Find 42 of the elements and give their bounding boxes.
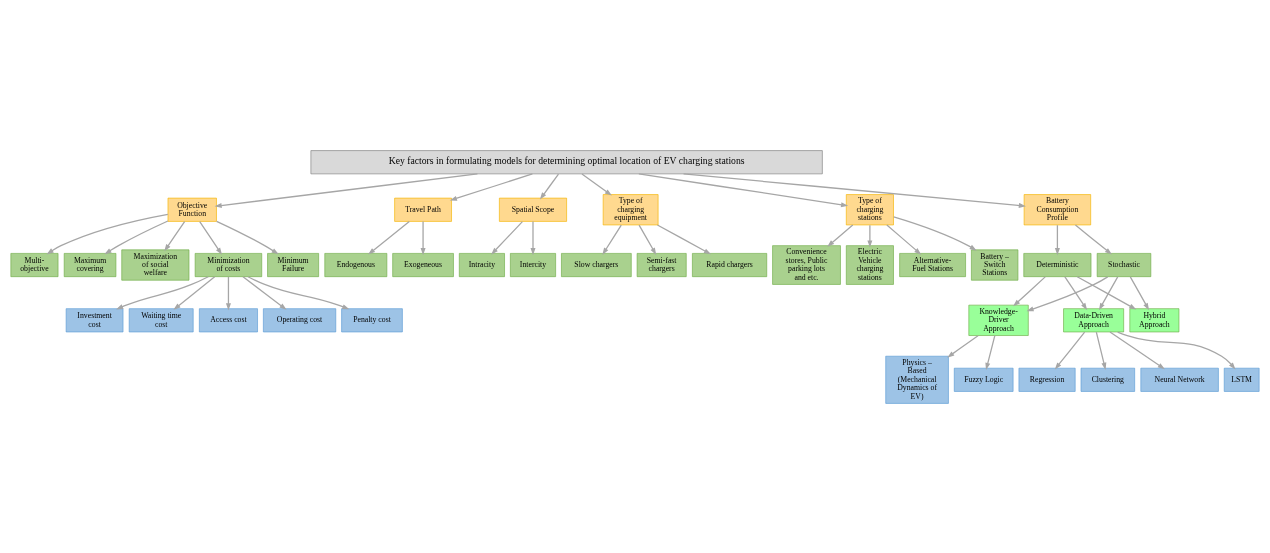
arrow (1129, 275, 1150, 310)
arrow (164, 220, 186, 251)
arrow (985, 334, 996, 370)
arrow (116, 275, 209, 309)
arrow (1095, 331, 1107, 370)
arrow (886, 223, 922, 255)
arrow (947, 334, 979, 358)
arrow (46, 213, 169, 254)
arrow (242, 275, 287, 310)
arrow (893, 215, 977, 251)
arrow (1074, 223, 1112, 255)
arrow (530, 220, 536, 255)
arrow (420, 220, 426, 255)
arrow (449, 172, 534, 201)
arrow (581, 172, 612, 196)
arrow (1026, 275, 1109, 311)
arrow (214, 172, 479, 208)
arrow (1076, 275, 1137, 310)
arrow (656, 223, 712, 254)
arrow (491, 220, 524, 255)
arrow (1117, 330, 1236, 369)
arrow (104, 219, 169, 254)
arrow (867, 224, 873, 248)
arrow (602, 224, 622, 255)
arrow (1098, 275, 1119, 310)
arrow (1054, 224, 1060, 255)
arrow (1013, 275, 1046, 306)
arrow (638, 224, 657, 255)
node-box: Key factors in formulating models for determining optimal location of EV charging stations (310, 149, 823, 174)
arrow (247, 275, 350, 309)
arrow (1109, 330, 1165, 369)
arrow (1054, 331, 1086, 369)
arrow (1064, 275, 1088, 310)
arrow (199, 220, 223, 255)
arrow (225, 275, 231, 310)
arrow (682, 172, 1026, 208)
arrow (368, 220, 410, 255)
arrow (215, 220, 279, 254)
arrow (173, 275, 216, 310)
arrow (827, 223, 854, 247)
arrow (638, 172, 849, 207)
arrow (539, 172, 560, 200)
